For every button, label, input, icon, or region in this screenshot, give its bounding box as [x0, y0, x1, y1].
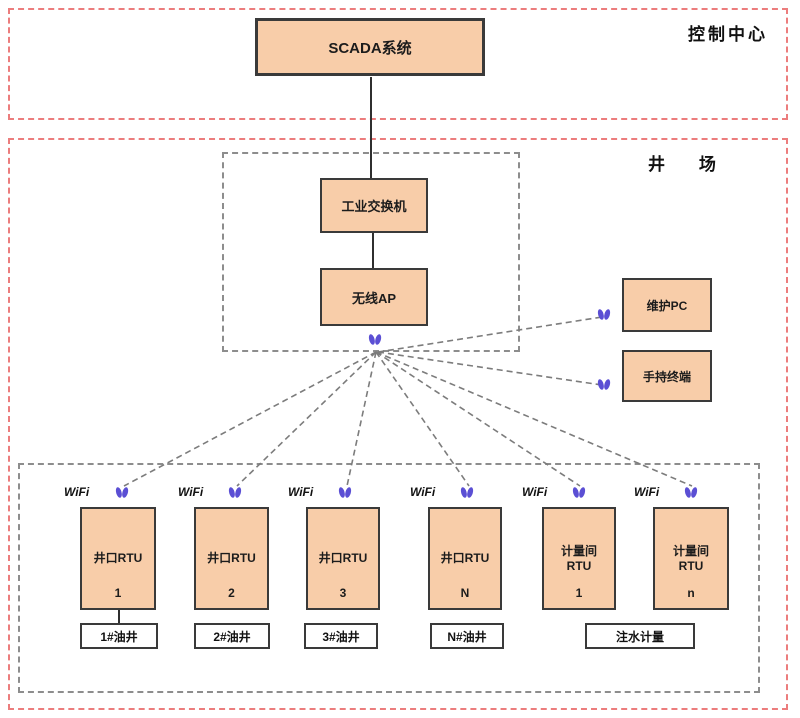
- wellhead-rtu-1-node: 井口RTU 1: [80, 507, 156, 610]
- rtu-title: 井口RTU: [318, 551, 368, 565]
- rtu-number: N: [460, 586, 470, 600]
- metering-room-rtu-n-node: 计量间 RTU n: [653, 507, 729, 610]
- well-2-label: 2#油井: [194, 623, 270, 649]
- handheld-terminal-node: 手持终端: [622, 350, 712, 402]
- rtu-antenna-icon: [684, 487, 698, 498]
- rtu-antenna-icon: [228, 487, 242, 498]
- metering-room-rtu-1-node: 计量间 RTU 1: [542, 507, 616, 610]
- pc-antenna-icon: [597, 309, 611, 320]
- rtu-number: 1: [114, 586, 122, 600]
- rtu-antenna-icon: [572, 487, 586, 498]
- rtu-antenna-icon: [460, 487, 474, 498]
- control-center-zone: [8, 8, 788, 120]
- well-n-label: N#油井: [430, 623, 504, 649]
- wellhead-rtu-n-node: 井口RTU N: [428, 507, 502, 610]
- wifi-label: WiFi: [288, 485, 314, 499]
- terminal-antenna-icon: [597, 379, 611, 390]
- wifi-label: WiFi: [178, 485, 204, 499]
- rtu-title: 井口RTU: [440, 551, 490, 565]
- wireless-ap-node: 无线AP: [320, 268, 428, 326]
- rtu-number: 1: [575, 586, 583, 600]
- wifi-label: WiFi: [410, 485, 436, 499]
- control-center-zone-label: 控制中心: [688, 25, 768, 44]
- rtu-number: n: [687, 586, 695, 600]
- industrial-switch-node: 工业交换机: [320, 178, 428, 233]
- rtu-title: 计量间: [672, 543, 709, 558]
- rtu-title: 井口RTU: [207, 551, 256, 565]
- water-injection-metering-label: 注水计量: [585, 623, 695, 649]
- wifi-label: WiFi: [64, 485, 90, 499]
- rtu-sub: RTU: [678, 558, 704, 573]
- rtu-antenna-icon: [338, 487, 352, 498]
- well-site-zone-label: 井 场: [648, 155, 719, 174]
- rtu-antenna-icon: [115, 487, 129, 498]
- well-site-zone: [8, 138, 788, 710]
- rtu-sub: RTU: [566, 558, 592, 573]
- rtu-title: 计量间: [560, 543, 597, 558]
- wellhead-rtu-3-node: 井口RTU 3: [306, 507, 380, 610]
- maintenance-pc-node: 维护PC: [622, 278, 712, 332]
- scada-system-node: SCADA系统: [255, 18, 485, 76]
- well-1-label: 1#油井: [80, 623, 158, 649]
- wifi-label: WiFi: [634, 485, 660, 499]
- wellhead-rtu-2-node: 井口RTU 2: [194, 507, 269, 610]
- well-3-label: 3#油井: [304, 623, 378, 649]
- rtu-number: 3: [339, 586, 347, 600]
- rtu-number: 2: [228, 586, 235, 600]
- ap-antenna-icon: [368, 334, 382, 345]
- wifi-label: WiFi: [522, 485, 548, 499]
- rtu-title: 井口RTU: [93, 551, 143, 565]
